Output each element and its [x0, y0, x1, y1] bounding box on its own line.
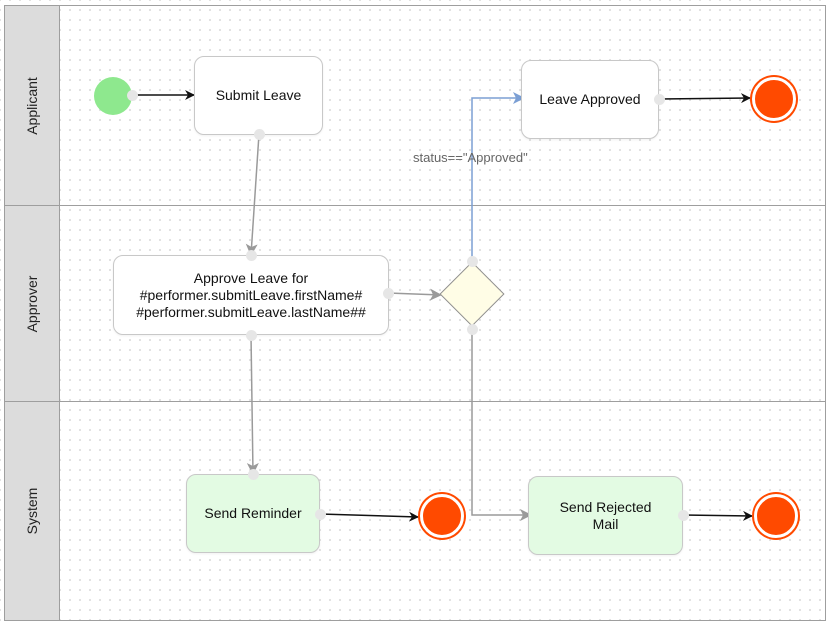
task-send-rejected-mail[interactable]: Send Rejected Mail: [528, 476, 683, 555]
port-start-out: [127, 90, 138, 101]
flow-approved-to-end[interactable]: [658, 93, 751, 104]
port-approved-out: [654, 94, 665, 105]
port-gateway-top: [467, 256, 478, 267]
port-reminder-in: [248, 469, 259, 480]
lane-header-approver: Approver: [5, 206, 60, 401]
flow-approve-to-gateway[interactable]: [387, 288, 442, 301]
flow-approve-to-reminder[interactable]: [246, 334, 259, 475]
port-approve-right: [383, 288, 394, 299]
port-rejected-out: [678, 510, 689, 521]
flow-rejected-to-end[interactable]: [682, 510, 753, 521]
flow-submit-to-approve[interactable]: [245, 133, 260, 256]
approved-condition-label: status=="Approved": [413, 150, 528, 165]
task-submit-leave-label: Submit Leave: [215, 87, 302, 103]
task-approve-leave-label: Approve Leave for #performer.submitLeave…: [136, 269, 366, 320]
flow-reminder-to-end[interactable]: [319, 511, 419, 522]
task-send-rejected-mail-label: Send Rejected Mail: [559, 498, 652, 532]
flow-gateway-approved[interactable]: [471, 92, 525, 262]
task-send-reminder-label: Send Reminder: [204, 505, 302, 521]
task-leave-approved-label: Leave Approved: [539, 91, 641, 107]
end-event-reminder[interactable]: [420, 494, 464, 538]
end-event-approved[interactable]: [752, 77, 796, 121]
port-reminder-out: [315, 509, 326, 520]
lane-system[interactable]: System: [4, 401, 826, 621]
task-approve-leave[interactable]: Approve Leave for #performer.submitLeave…: [113, 255, 389, 335]
task-leave-approved[interactable]: Leave Approved: [521, 60, 659, 139]
port-approve-in: [246, 250, 257, 261]
start-event[interactable]: [94, 77, 132, 115]
lane-header-system: System: [5, 402, 60, 620]
lane-header-applicant: Applicant: [5, 6, 60, 205]
port-submit-out: [254, 129, 265, 140]
port-approve-bottom: [246, 330, 257, 341]
task-submit-leave[interactable]: Submit Leave: [194, 56, 323, 135]
task-send-reminder[interactable]: Send Reminder: [186, 474, 320, 553]
port-gateway-bottom: [467, 324, 478, 335]
end-event-rejected[interactable]: [754, 494, 798, 538]
flow-gateway-rejected[interactable]: [471, 330, 532, 521]
